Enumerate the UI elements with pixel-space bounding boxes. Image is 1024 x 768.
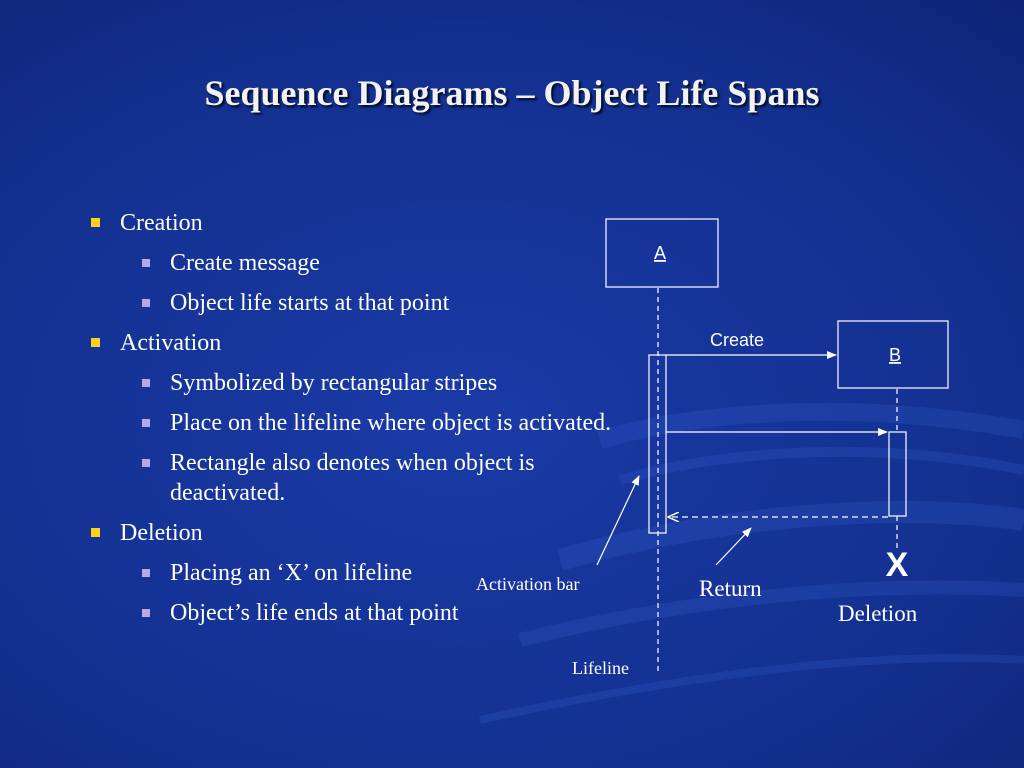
return-annotation: Return bbox=[699, 576, 762, 601]
square-bullet-icon bbox=[142, 609, 150, 617]
return-pointer bbox=[715, 527, 752, 566]
bullet-text: Activation bbox=[120, 330, 222, 356]
activation-bar-b bbox=[888, 431, 907, 517]
object-b-box bbox=[837, 320, 949, 389]
activation-bar-annotation: Activation bar bbox=[476, 574, 579, 594]
square-bullet-icon bbox=[91, 528, 100, 537]
activation-bar-a bbox=[648, 354, 667, 534]
bullet-item-life-starts: Object life starts at that point bbox=[88, 288, 618, 318]
lifeline-annotation: Lifeline bbox=[572, 658, 629, 678]
bullet-item-deletion: Deletion bbox=[88, 518, 618, 548]
square-bullet-icon bbox=[142, 379, 150, 387]
bullet-text: Placing an ‘X’ on lifeline bbox=[170, 560, 413, 586]
bullet-item-deactivated: Rectangle also denotes when object is de… bbox=[88, 448, 618, 508]
bullet-list: Creation Create message Object life star… bbox=[88, 208, 618, 638]
bullet-text: Create message bbox=[170, 250, 320, 276]
bullet-item-create-message: Create message bbox=[88, 248, 618, 278]
square-bullet-icon bbox=[91, 218, 100, 227]
bullet-item-place-on-lifeline: Place on the lifeline where object is ac… bbox=[88, 408, 618, 438]
object-a-box bbox=[605, 218, 719, 288]
bullet-item-life-ends: Object’s life ends at that point bbox=[88, 598, 618, 628]
bullet-text: Object’s life ends at that point bbox=[170, 600, 459, 626]
bullet-text: Deletion bbox=[120, 520, 203, 546]
bullet-item-rectangular-stripes: Symbolized by rectangular stripes bbox=[88, 368, 618, 398]
square-bullet-icon bbox=[142, 419, 150, 427]
create-message-label: Create bbox=[710, 330, 764, 350]
square-bullet-icon bbox=[142, 259, 150, 267]
object-a-label: A bbox=[654, 243, 666, 263]
bullet-item-activation: Activation bbox=[88, 328, 618, 358]
deletion-annotation: Deletion bbox=[838, 601, 918, 626]
bullet-text: Rectangle also denotes when object is de… bbox=[170, 450, 535, 506]
square-bullet-icon bbox=[142, 299, 150, 307]
deletion-x-icon: X bbox=[886, 546, 909, 584]
square-bullet-icon bbox=[142, 459, 150, 467]
activation-bar-pointer bbox=[596, 475, 640, 566]
slide-title: Sequence Diagrams – Object Life Spans bbox=[204, 73, 820, 113]
bullet-text: Place on the lifeline where object is ac… bbox=[170, 410, 612, 436]
bullet-text: Creation bbox=[120, 210, 203, 236]
square-bullet-icon bbox=[91, 338, 100, 347]
object-b-label: B bbox=[889, 345, 901, 365]
bullet-text: Symbolized by rectangular stripes bbox=[170, 370, 498, 396]
bullet-item-placing-x: Placing an ‘X’ on lifeline bbox=[88, 558, 618, 588]
bullet-item-creation: Creation bbox=[88, 208, 618, 238]
square-bullet-icon bbox=[142, 569, 150, 577]
bullet-text: Object life starts at that point bbox=[170, 290, 450, 316]
